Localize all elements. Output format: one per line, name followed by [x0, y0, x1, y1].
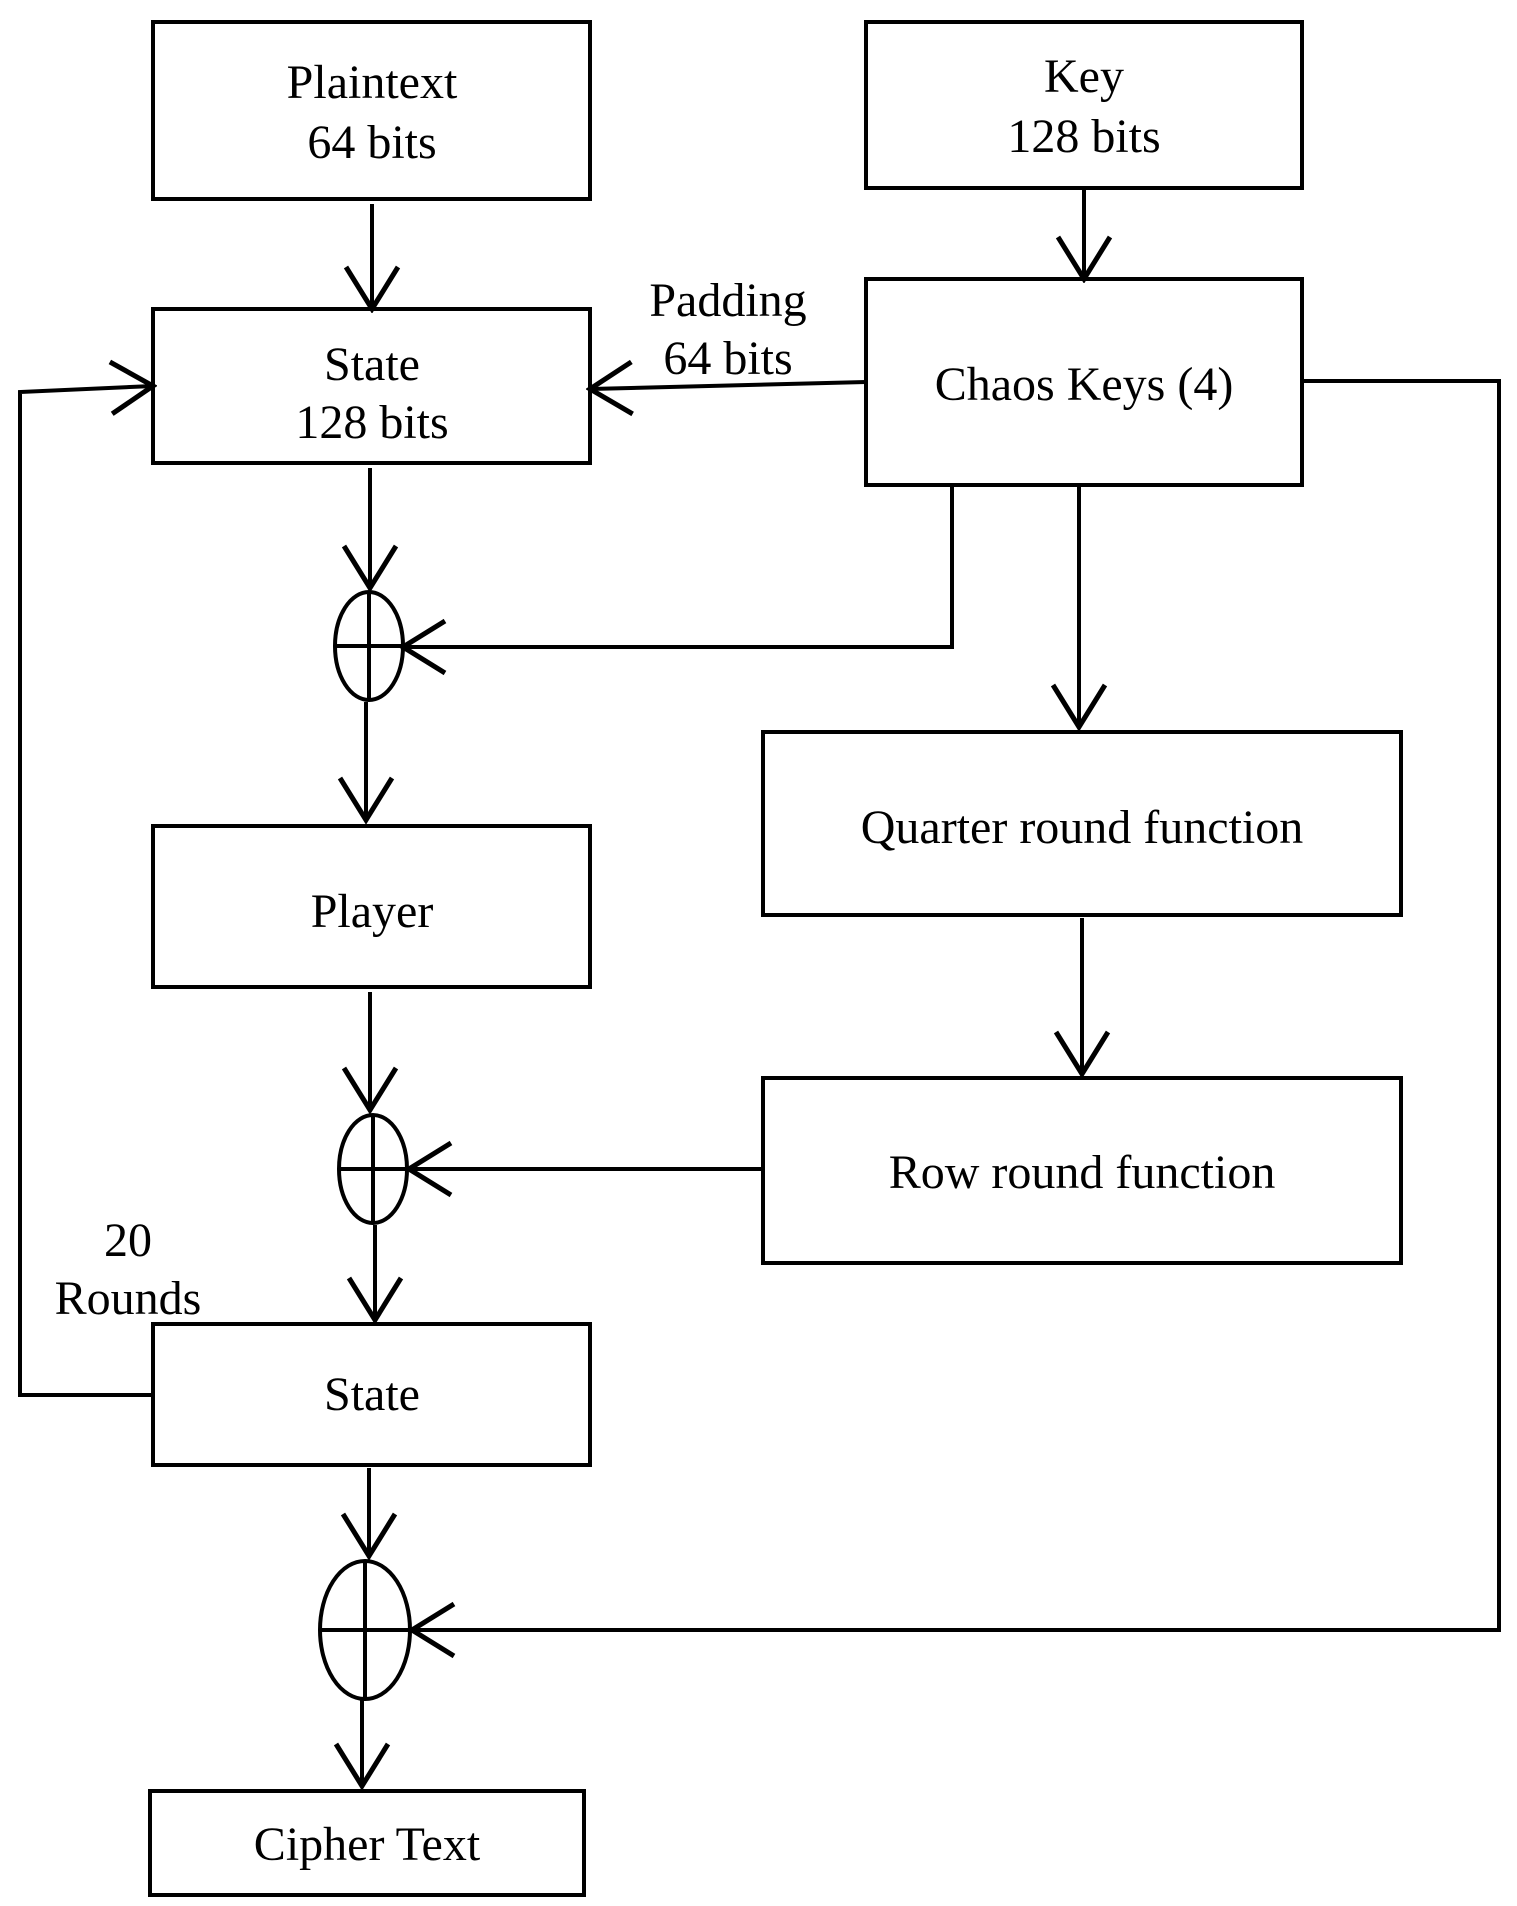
- key-label: Key: [1044, 50, 1124, 103]
- quarter-round-label: Quarter round function: [861, 801, 1304, 854]
- arrow-round-loop: [18, 386, 153, 1397]
- arrow-chaos-keys-to-xor1: [403, 487, 954, 647]
- player-box: Player: [151, 824, 592, 989]
- arrow-padding-to-state: [590, 382, 867, 389]
- arrow-chaos-keys-to-xor3: [412, 379, 1501, 1630]
- quarter-round-box: Quarter round function: [761, 730, 1403, 917]
- plaintext-box: Plaintext 64 bits: [151, 20, 592, 201]
- state-top-bits-label: 128 bits: [295, 396, 448, 449]
- xor-operator-3: [318, 1559, 412, 1701]
- rounds-label: Rounds: [55, 1272, 202, 1325]
- key-bits-label: 128 bits: [1007, 110, 1160, 163]
- cipher-text-label: Cipher Text: [254, 1818, 481, 1871]
- state-top-label: State: [324, 338, 420, 391]
- rounds-count-label: 20: [104, 1214, 152, 1267]
- plaintext-bits-label: 64 bits: [307, 116, 436, 169]
- row-round-label: Row round function: [889, 1146, 1276, 1199]
- padding-label: Padding: [649, 274, 806, 327]
- chaos-keys-box: Chaos Keys (4): [864, 277, 1304, 487]
- padding-bits-label: 64 bits: [663, 332, 792, 385]
- key-box: Key 128 bits: [864, 20, 1304, 190]
- cipher-text-box: Cipher Text: [148, 1789, 586, 1897]
- state-bottom-label: State: [324, 1368, 420, 1421]
- state-top-box: State 128 bits: [151, 307, 592, 465]
- chaos-keys-label: Chaos Keys (4): [935, 358, 1234, 411]
- xor-operator-1: [333, 590, 405, 702]
- row-round-box: Row round function: [761, 1076, 1403, 1265]
- state-bottom-box: State: [151, 1322, 592, 1467]
- player-label: Player: [311, 885, 434, 938]
- plaintext-label: Plaintext: [287, 56, 458, 109]
- xor-operator-2: [337, 1113, 409, 1225]
